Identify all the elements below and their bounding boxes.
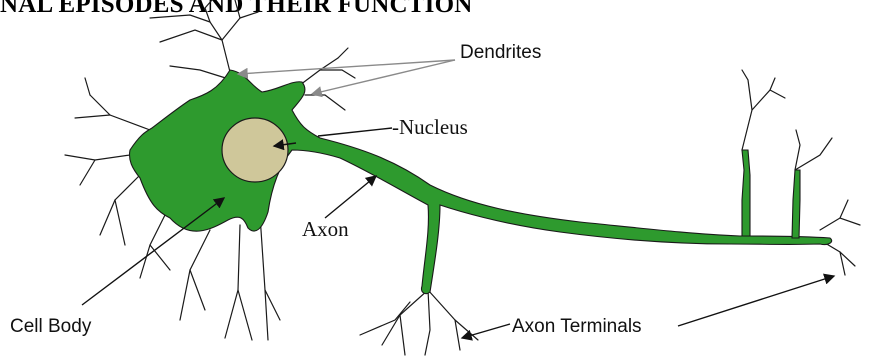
cell-body-shape xyxy=(129,70,831,294)
label-dendrites: Dendrites xyxy=(460,42,541,63)
nucleus-shape xyxy=(222,118,288,182)
label-cell-body: Cell Body xyxy=(10,316,92,337)
label-axon-terminals: Axon Terminals xyxy=(512,316,642,337)
label-nucleus: -Nucleus xyxy=(392,115,468,139)
label-axon: Axon xyxy=(302,217,349,241)
